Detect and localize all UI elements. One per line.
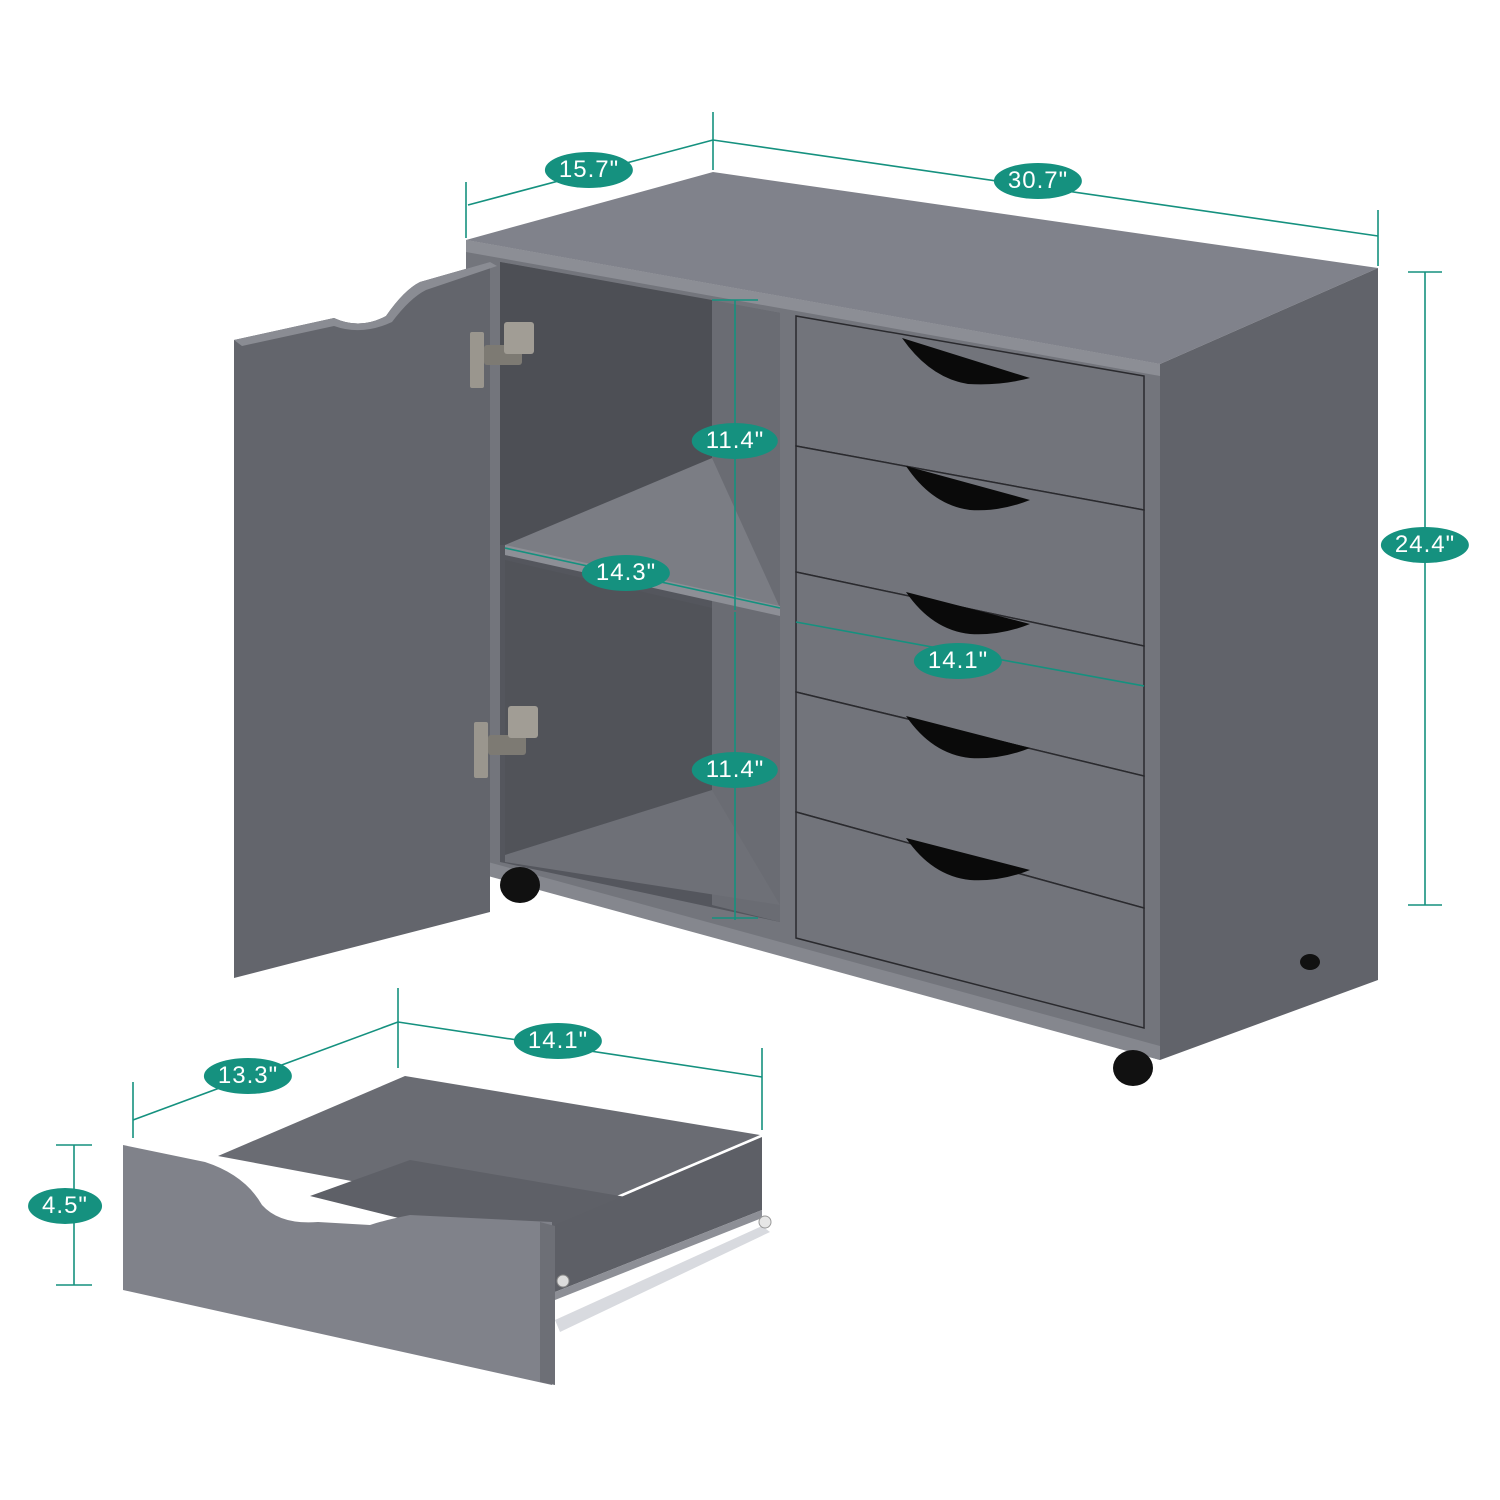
compartment-back-wall-lower	[505, 560, 712, 855]
drawer-side-outer	[555, 1210, 762, 1300]
adjustable-shelf	[505, 458, 780, 608]
drawer-front-panel	[123, 1145, 552, 1385]
cabinet-base-edge	[466, 856, 1160, 1060]
dimension-label-cabinet-width: 30.7"	[993, 163, 1083, 199]
drawer-handle-cutout-5[interactable]	[906, 838, 1030, 881]
drawer-side-panel	[555, 1137, 762, 1292]
drawer-front-edge	[540, 1222, 555, 1385]
compartment-back-wall	[500, 262, 712, 545]
dimension-label-cabinet-depth: 15.7"	[544, 152, 634, 188]
screw-icon	[556, 1274, 570, 1288]
drawer-inside-back	[218, 1076, 760, 1220]
dimension-label-shelf-width: 14.3"	[581, 555, 671, 591]
cabinet-top-edge	[466, 240, 1160, 376]
dimension-label-drawer-depth: 13.3"	[203, 1058, 293, 1094]
drawer-stack	[795, 315, 1145, 1029]
door-edge	[234, 262, 497, 346]
removed-drawer	[123, 1076, 772, 1385]
hinge-icon	[474, 706, 538, 778]
dimension-label-upper-compartment-height: 11.4"	[691, 423, 779, 459]
cabinet-door[interactable]	[234, 262, 490, 978]
hinge-icon	[470, 322, 534, 388]
cabinet-side-panel	[1160, 268, 1378, 1060]
dimension-label-drawer-front-width: 14.1"	[913, 643, 1003, 679]
drawer-handle-cutout-1[interactable]	[902, 338, 1030, 385]
compartment-floor	[505, 790, 780, 905]
dimension-label-drawer-width: 14.1"	[513, 1023, 603, 1059]
dimension-label-drawer-height: 4.5"	[28, 1188, 102, 1224]
drawer-slide-rail	[555, 1226, 770, 1332]
drawer-slide-roller-icon	[758, 1215, 772, 1229]
dimension-label-cabinet-height: 24.4"	[1380, 527, 1470, 563]
caster-icon	[500, 867, 540, 903]
cabinet-top	[466, 172, 1378, 364]
drawer-front-5[interactable]	[795, 811, 1145, 1029]
caster-icon	[1300, 954, 1320, 970]
cabinet	[234, 172, 1378, 1086]
dimension-label-lower-compartment-height: 11.4"	[691, 752, 779, 788]
drawer-handle-cutout-4[interactable]	[906, 716, 1030, 759]
drawer-handle-cutout-3[interactable]	[906, 592, 1030, 635]
caster-icon	[1113, 1050, 1153, 1086]
drawer-handle-cutout-2[interactable]	[906, 466, 1030, 511]
